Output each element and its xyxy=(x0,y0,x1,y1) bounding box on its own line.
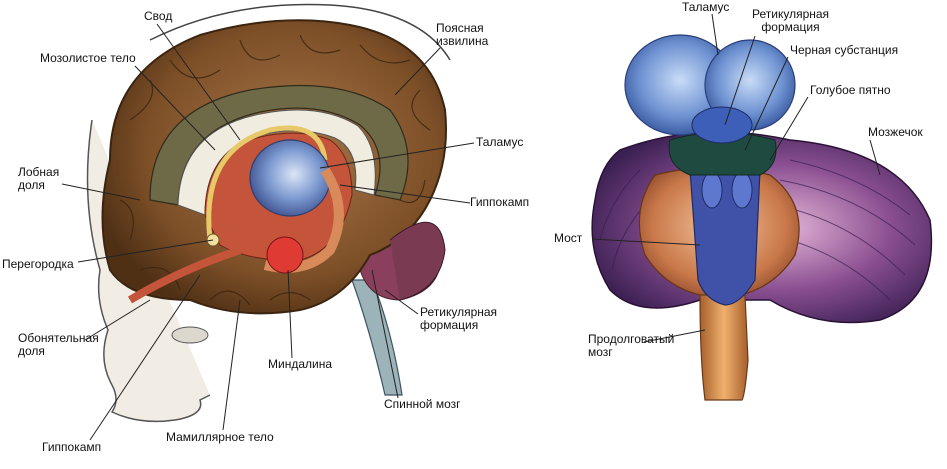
fornix-arc xyxy=(206,125,328,241)
left-leader-lines xyxy=(61,23,475,441)
colliculus-2 xyxy=(731,171,753,209)
label-cerebellum: Мозжечок xyxy=(868,125,923,139)
cortex-gyri xyxy=(119,34,431,306)
colliculus-1 xyxy=(701,171,723,209)
label-mammillary-body: Мамиллярное тело xyxy=(166,430,274,444)
medulla-shape xyxy=(699,294,749,401)
label-amygdala: Миндалина xyxy=(268,357,333,371)
label-frontal-lobe: Лобная доля xyxy=(18,165,60,192)
label-cingulate-gyrus: Поясная извилина xyxy=(436,21,489,48)
amygdala-shape xyxy=(266,236,304,274)
spinal-cord-shape xyxy=(351,279,403,396)
label-septum: Перегородка xyxy=(2,257,74,271)
right-leader-lines xyxy=(591,13,881,343)
label-hippocampus-right: Гиппокамп xyxy=(470,195,530,209)
label-locus-coeruleus: Голубое пятно xyxy=(810,83,891,97)
label-olfactory-lobe: Обонятельная доля xyxy=(18,331,99,358)
label-reticular-formation-right: Ретикулярная формация xyxy=(752,7,830,34)
head-outline xyxy=(149,3,451,61)
label-pons: Мост xyxy=(554,231,583,245)
label-substantia-nigra: Черная субстанция xyxy=(790,43,899,57)
eye xyxy=(171,326,209,344)
label-medulla: Продолговатый мозг xyxy=(588,332,675,359)
left-thalamus xyxy=(249,139,331,217)
cingulate-gyrus xyxy=(149,84,409,206)
right-brainstem-diagram xyxy=(591,13,933,401)
label-corpus-callosum: Мозолистое тело xyxy=(40,51,136,65)
label-reticular-formation-left: Ретикулярная формация xyxy=(420,305,498,332)
label-thalamus-right: Таламус xyxy=(682,0,730,14)
label-thalamus-left: Таламус xyxy=(476,135,524,149)
label-fornix: Свод xyxy=(144,9,173,23)
label-spinal-cord: Спинной мозг xyxy=(384,397,461,411)
olfactory-tract xyxy=(127,246,242,304)
cerebellum-left-shape xyxy=(389,221,446,301)
label-hippocampus-bottom: Гиппокамп xyxy=(42,440,102,454)
reticular-blobs xyxy=(691,106,753,144)
left-brain-diagram xyxy=(61,3,475,441)
